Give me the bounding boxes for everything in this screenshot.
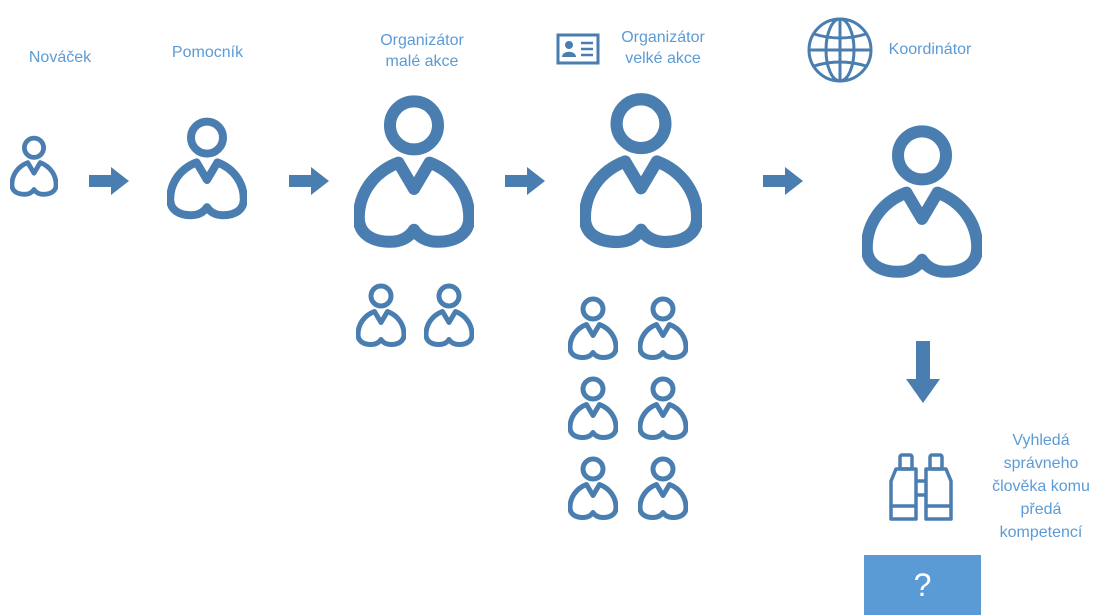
binoculars-icon	[888, 451, 954, 523]
person-icon	[10, 132, 58, 200]
stage-label-pomocnik: Pomocník	[171, 44, 244, 61]
stage-label-koordinator: Koordinátor	[888, 41, 972, 58]
search-note: Vyhledá správneho člověka komu předá kom…	[982, 429, 1100, 544]
globe-icon	[806, 16, 874, 84]
stage-label-line: Organizátor	[380, 32, 464, 49]
arrow-down-icon	[906, 341, 940, 403]
person-icon	[862, 120, 982, 282]
stage-label-novacek: Nováček	[28, 49, 92, 66]
search-note-line: kompetencí	[999, 524, 1083, 541]
person-icon	[167, 114, 247, 222]
search-note-line: správneho	[1003, 455, 1079, 472]
person-icon	[638, 454, 688, 522]
arrow-right-icon	[89, 167, 129, 195]
stage-label-organizator-velke: Organizátor velké akce	[600, 27, 726, 69]
person-icon	[568, 454, 618, 522]
person-icon	[424, 281, 474, 349]
search-note-line: Vyhledá	[1012, 432, 1070, 449]
arrow-right-icon	[763, 167, 803, 195]
person-icon	[638, 374, 688, 442]
stage-label-line: Organizátor	[621, 29, 705, 46]
stage-label-organizator-male: Organizátor malé akce	[360, 30, 484, 72]
person-icon	[638, 294, 688, 362]
person-icon	[580, 90, 702, 250]
person-icon	[568, 294, 618, 362]
id-card-icon	[556, 33, 600, 65]
person-icon	[568, 374, 618, 442]
search-note-line: člověka komu	[992, 478, 1090, 495]
search-note-line: předá	[1020, 501, 1062, 518]
stage-label-line: malé akce	[385, 53, 459, 70]
unknown-successor-box: ?	[864, 555, 981, 615]
stage-label-line: velké akce	[625, 50, 701, 67]
arrow-right-icon	[505, 167, 545, 195]
arrow-right-icon	[289, 167, 329, 195]
person-icon	[354, 90, 474, 252]
person-icon	[356, 281, 406, 349]
